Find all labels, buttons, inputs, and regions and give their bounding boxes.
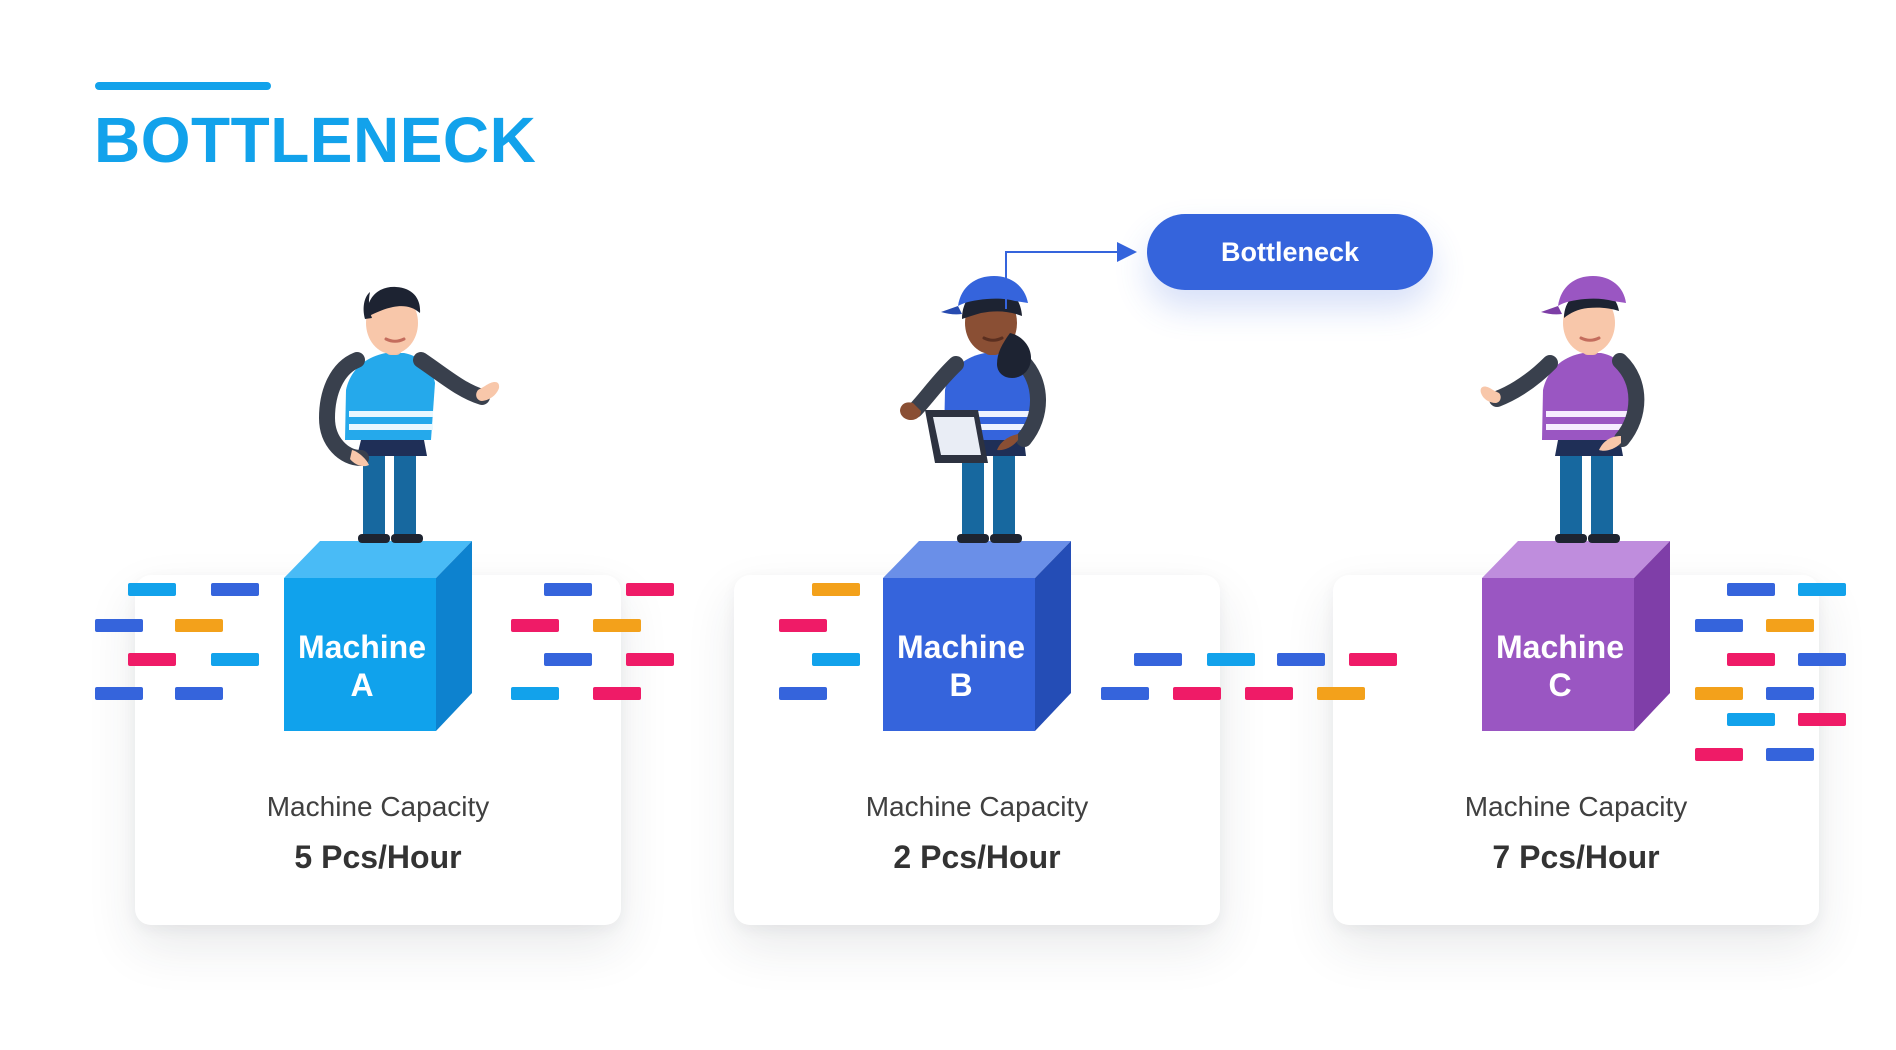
machine-a-capacity-value: 5 Pcs/Hour xyxy=(294,839,462,875)
machine-c-box xyxy=(1482,541,1670,731)
machine-b-label-line1: Machine xyxy=(896,629,1026,665)
machine-a-label: Machine A xyxy=(285,628,439,704)
machine-c-capacity-label: Machine Capacity xyxy=(1464,791,1688,822)
machine-a-capacity-label: Machine Capacity xyxy=(266,791,490,822)
machine-b-capacity-value: 2 Pcs/Hour xyxy=(893,839,1061,875)
machine-a-label-line2: A xyxy=(350,667,374,703)
machine-c-label: Machine C xyxy=(1483,628,1637,704)
machine-b-box xyxy=(883,541,1071,731)
worker-b-figure xyxy=(900,276,1046,543)
bottleneck-callout: Bottleneck xyxy=(1147,214,1433,290)
machine-b-label-line2: B xyxy=(949,667,973,703)
page-title: BOTTLENECK xyxy=(94,104,537,176)
worker-a-figure xyxy=(318,286,500,543)
input-flow-bars-a xyxy=(95,583,259,700)
output-flow-bars-a xyxy=(511,583,674,700)
machine-b-label: Machine B xyxy=(884,628,1038,704)
output-flow-bars-c xyxy=(1695,583,1846,761)
output-flow-bars-b xyxy=(1101,653,1397,700)
machine-c-label-line1: Machine xyxy=(1495,629,1625,665)
machine-b-capacity-label: Machine Capacity xyxy=(865,791,1089,822)
machine-a-box xyxy=(284,541,472,731)
machine-a-label-line1: Machine xyxy=(297,629,427,665)
input-flow-bars-b xyxy=(779,583,860,700)
worker-c-figure xyxy=(1480,276,1645,543)
machine-c-capacity-value: 7 Pcs/Hour xyxy=(1492,839,1660,875)
bottleneck-connector-arrow xyxy=(1005,242,1137,309)
machine-c-label-line2: C xyxy=(1548,667,1572,703)
title-accent-bar xyxy=(95,82,271,90)
